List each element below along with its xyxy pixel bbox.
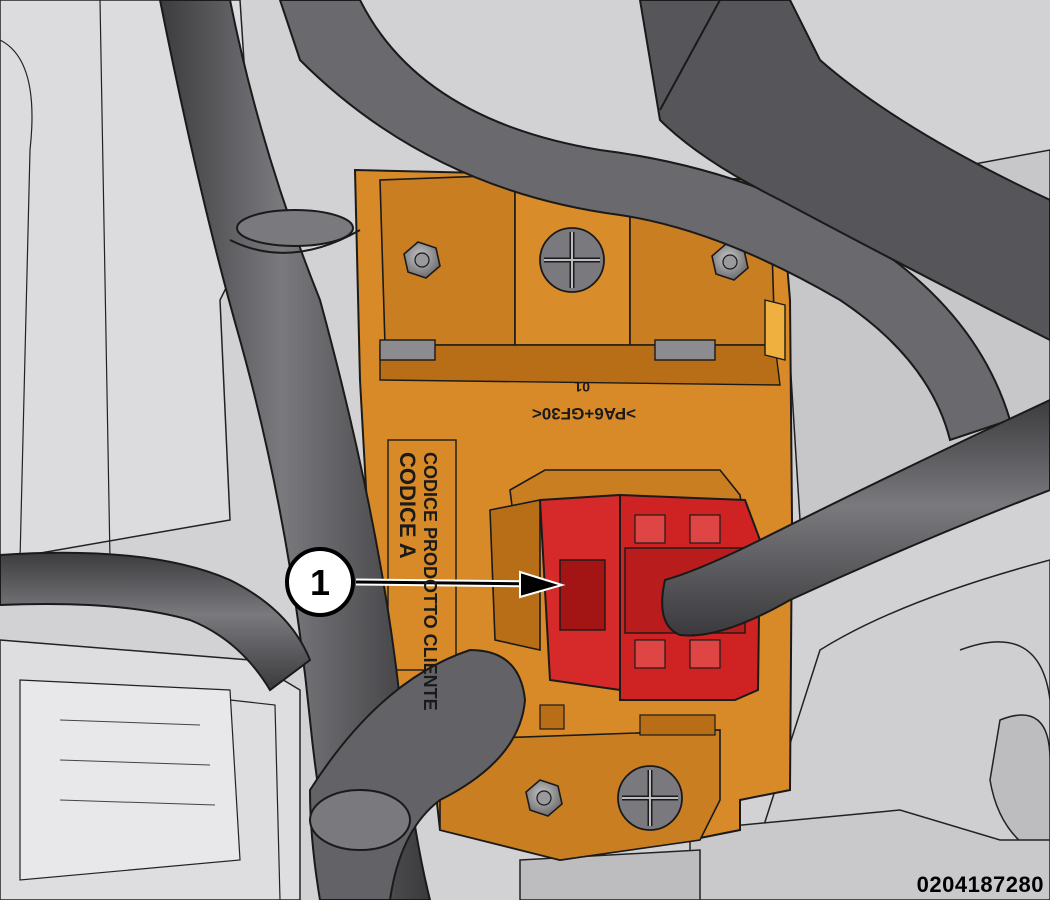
callout-number: 1 [310,562,330,603]
image-number: 0204187280 [916,872,1044,897]
module-label: >PA6+GF30< 01 CODICE PRODOTTO CLIENTE CO… [395,379,636,711]
label-line2-text: CODICE A [395,452,420,559]
part-code-text: >PA6+GF30< [532,404,636,423]
mounting-nuts [403,227,749,831]
revision-text: 01 [574,379,590,395]
callout-1: 1 [285,547,355,617]
callout-leader [355,570,566,599]
label-line1-text: CODICE PRODOTTO CLIENTE [420,452,440,711]
